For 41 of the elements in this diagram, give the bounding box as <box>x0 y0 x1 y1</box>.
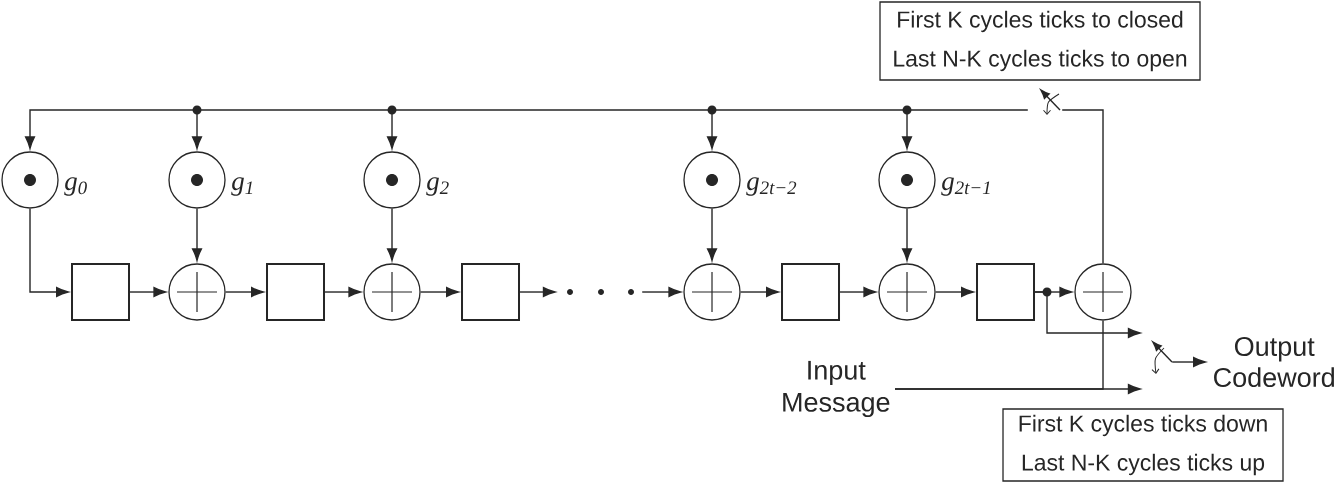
arrow <box>739 287 779 297</box>
coefficient-label: g$_{2t−1}$ <box>941 177 990 196</box>
arrow <box>1171 357 1206 367</box>
arrow <box>1034 291 1141 338</box>
arrow <box>707 207 717 262</box>
adder-symbol <box>363 263 421 321</box>
ellipsis <box>567 289 634 295</box>
arrow <box>25 109 1029 150</box>
arrow <box>419 287 459 297</box>
connector-line <box>1061 109 1104 265</box>
arrow <box>387 207 397 262</box>
adder-symbol <box>1074 263 1132 321</box>
coefficient-label: g$_{2}$ <box>426 177 449 196</box>
note-box: First K cycles ticks to closed Last N-K cycles ticks to open <box>879 1 1201 81</box>
adder-symbol <box>878 263 936 321</box>
register-box <box>266 263 325 321</box>
note-box: First K cycles ticks down Last N-K cycles ticks up <box>1002 408 1284 482</box>
arrow <box>519 287 556 297</box>
input-label: Input Message <box>783 360 890 418</box>
register-box <box>461 263 520 321</box>
switch-symbol <box>1151 341 1173 374</box>
register-box <box>976 263 1035 321</box>
arrow <box>192 207 202 262</box>
arrow <box>894 384 1141 394</box>
adder-symbol <box>683 263 741 321</box>
arrow <box>224 287 264 297</box>
coefficient-label: g$_{1}$ <box>231 177 253 196</box>
arrow <box>29 207 69 297</box>
coefficient-label: g$_{0}$ <box>64 177 87 196</box>
arrow <box>902 207 912 262</box>
switch-symbol <box>1040 89 1061 115</box>
register-box <box>71 263 130 321</box>
arrow <box>934 287 974 297</box>
arrow <box>129 287 167 297</box>
arrow <box>641 287 682 297</box>
output-label: Output Codeword <box>1214 336 1334 388</box>
arrow <box>839 287 877 297</box>
arrow <box>324 287 362 297</box>
adder-symbol <box>168 263 226 321</box>
register-box <box>781 263 840 321</box>
coefficient-label: g$_{2t−2}$ <box>746 177 797 196</box>
